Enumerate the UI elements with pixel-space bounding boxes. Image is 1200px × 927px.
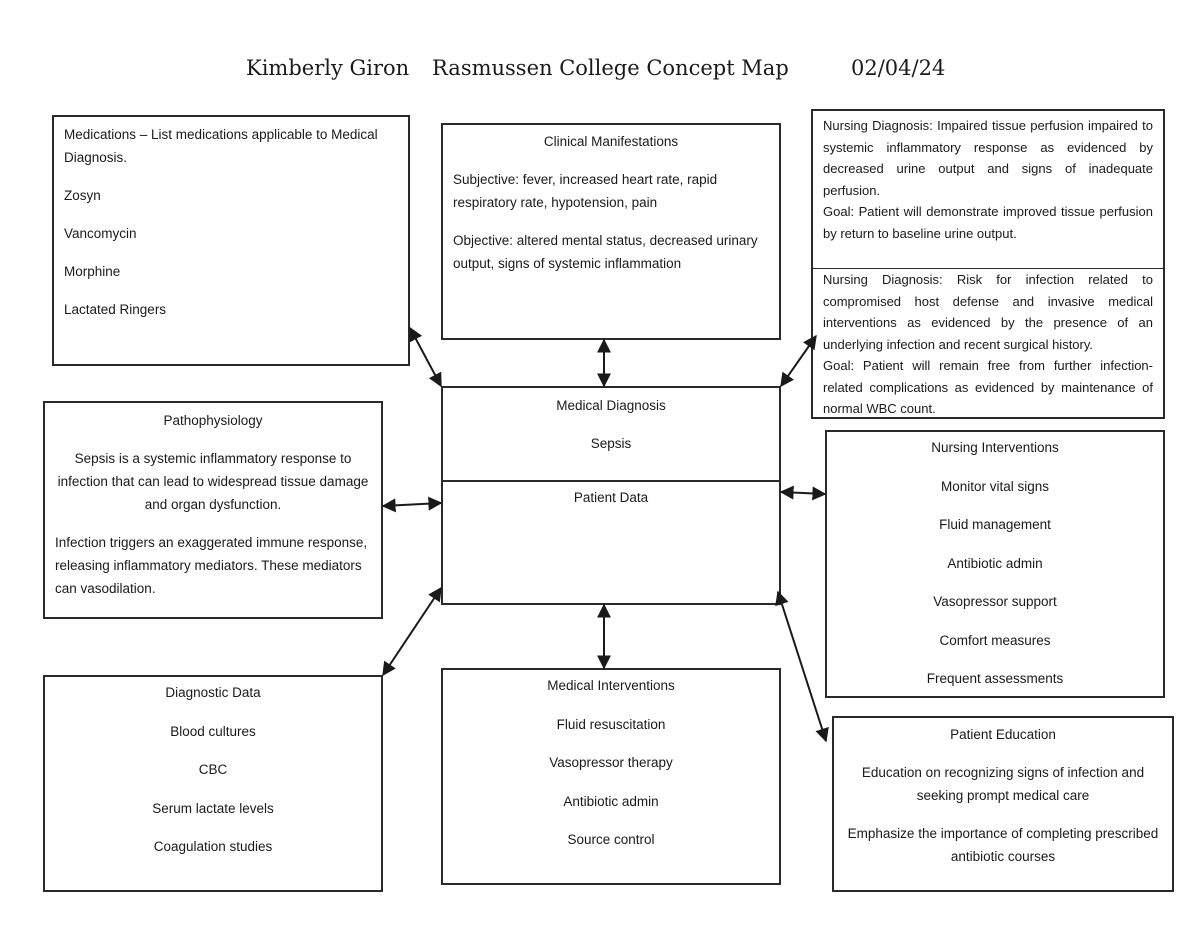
pathophysiology-box: Pathophysiology Sepsis is a systemic inf… [43,401,383,619]
nursing-interventions-title: Nursing Interventions [931,440,1059,455]
document-title: Rasmussen College Concept Map [432,56,789,80]
diagnostic-data-title: Diagnostic Data [165,685,261,700]
patient-data-box: Patient Data [441,480,781,605]
medical-diagnosis-title: Medical Diagnosis [556,398,666,413]
medication-item: Zosyn [64,188,101,203]
clinical-manifestations-title: Clinical Manifestations [543,134,679,149]
nursing-intervention-item: Frequent assessments [926,671,1064,686]
diagnostic-item: Serum lactate levels [152,800,274,816]
medical-diagnosis-value: Sepsis [590,436,632,451]
clinical-manifestations-box: Clinical Manifestations Subjective: feve… [441,123,781,340]
arrow-patientdata-education [775,590,829,743]
student-name: Kimberly Giron [246,56,410,80]
diagnostic-item: Blood cultures [170,723,256,739]
nursing-diagnosis-2-box: Nursing Diagnosis: Risk for infection re… [811,268,1165,419]
nursing-interventions-box: Nursing Interventions Monitor vital sign… [825,430,1165,698]
pathophysiology-para-2: Infection triggers an exaggerated immune… [55,535,368,596]
medical-interventions-title: Medical Interventions [547,678,675,693]
medication-item: Vancomycin [64,226,137,241]
medical-intervention-item: Vasopressor therapy [549,755,673,770]
nursing-intervention-item: Fluid management [939,517,1051,532]
patient-education-title: Patient Education [950,727,1056,742]
patient-education-para-2: Emphasize the importance of completing p… [847,826,1159,864]
medical-intervention-item: Antibiotic admin [563,793,659,809]
diagnostic-data-box: Diagnostic Data Blood cultures CBC Serum… [43,675,383,892]
diagnostic-item: CBC [198,762,228,777]
arrow-pathophysiology-patientdata [381,496,443,513]
arrow-medications-diagnosis [409,326,442,388]
medications-box: Medications – List medications applicabl… [52,115,410,366]
nursing-diagnosis-1-goal: Goal: Patient will demonstrate improved … [823,204,1153,241]
medications-heading: Medications – List medications applicabl… [64,127,378,165]
arrow-patientdata-diagnosticdata [382,586,442,677]
medication-item: Lactated Ringers [64,302,167,317]
nursing-diagnosis-1-text: Nursing Diagnosis: Impaired tissue perfu… [823,118,1153,198]
medication-item: Morphine [64,264,121,279]
nursing-intervention-item: Antibiotic admin [947,555,1043,571]
arrow-patientdata-nursinginterventions [779,485,827,501]
nursing-diagnosis-2-text: Nursing Diagnosis: Risk for infection re… [823,272,1153,352]
diagnostic-item: Coagulation studies [153,839,273,854]
medical-intervention-item: Fluid resuscitation [556,716,666,732]
arrow-nursing-diagnosis-diagnosis [780,334,817,388]
nursing-diagnosis-2-goal: Goal: Patient will remain free from furt… [823,358,1153,416]
subjective-text: Subjective: fever, increased heart rate,… [453,172,718,210]
pathophysiology-para-1: Sepsis is a systemic inflammatory respon… [57,451,369,512]
patient-education-box: Patient Education Education on recognizi… [832,716,1174,892]
medical-intervention-item: Source control [567,832,655,847]
patient-education-para-1: Education on recognizing signs of infect… [861,765,1145,803]
document-date: 02/04/24 [851,56,946,80]
nursing-intervention-item: Comfort measures [939,632,1051,648]
document-header: Kimberly Giron Rasmussen College Concept… [0,56,1200,86]
nursing-intervention-item: Vasopressor support [933,594,1057,609]
pathophysiology-title: Pathophysiology [163,413,263,428]
patient-data-title: Patient Data [573,490,649,505]
nursing-diagnosis-1-box: Nursing Diagnosis: Impaired tissue perfu… [811,109,1165,272]
medical-interventions-box: Medical Interventions Fluid resuscitatio… [441,668,781,885]
objective-text: Objective: altered mental status, decrea… [453,233,758,271]
nursing-intervention-item: Monitor vital signs [940,478,1050,494]
medical-diagnosis-box: Medical Diagnosis Sepsis [441,386,781,482]
